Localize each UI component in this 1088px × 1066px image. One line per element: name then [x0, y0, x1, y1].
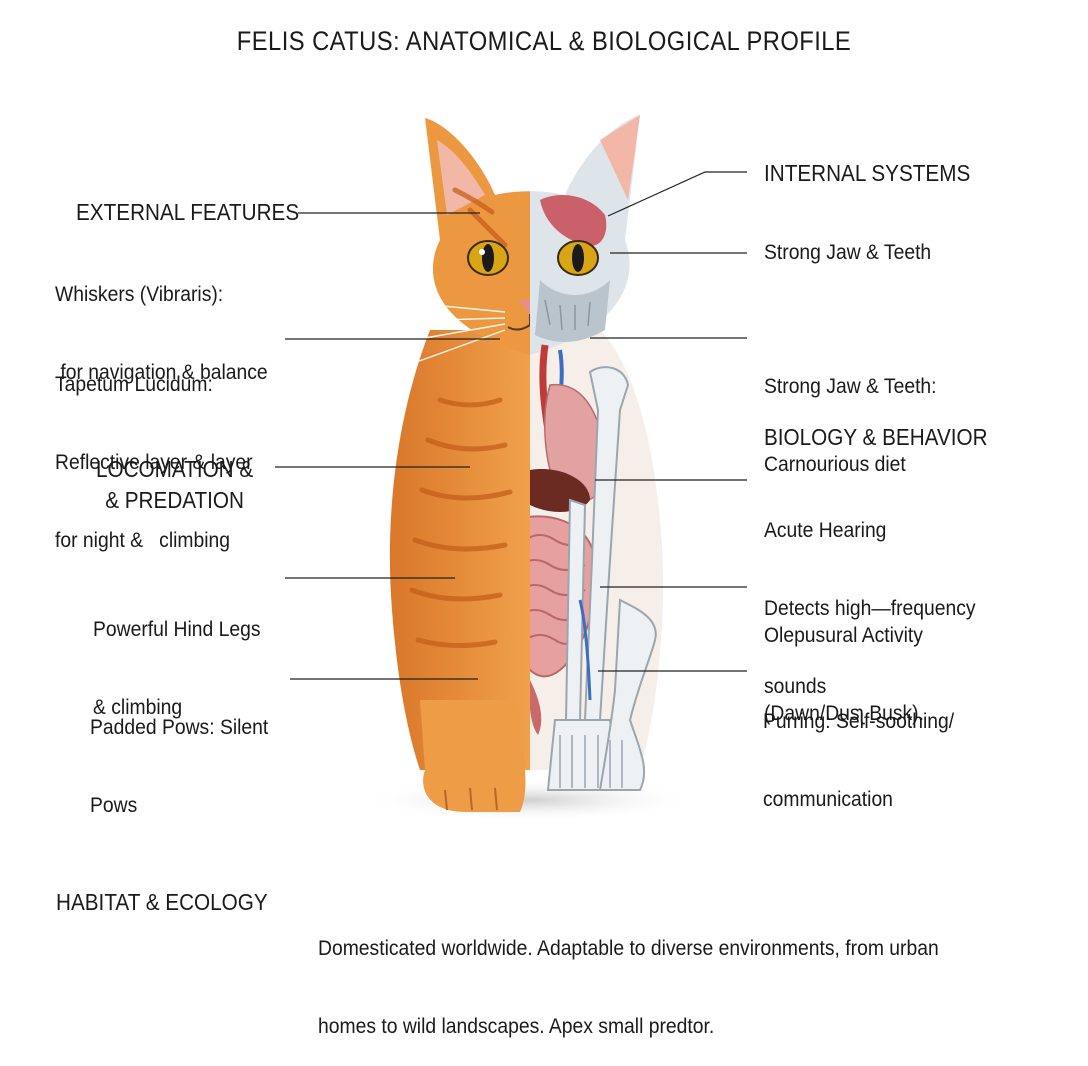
activity-line-2: (Dawn/Dusʅ Busk). [764, 702, 924, 725]
tapetum-line-2: Reflective layer & layer [55, 451, 253, 474]
biology-behavior-heading: BIOLOGY & BEHAVIOR [764, 424, 988, 450]
leader-lines [275, 171, 747, 680]
whiskers-line-1: Whiskers (Vibraris): [55, 283, 224, 306]
jaw-diet-label: Strong Jaw & Teeth: Carnourious diet [764, 322, 937, 504]
cat-anatomy-half [530, 115, 664, 791]
jaw-diet-line-2: Carnourious diet [764, 453, 906, 476]
hind-legs-line-2: & climbing [93, 696, 183, 719]
cat-fur-half [374, 118, 530, 812]
activity-label: Olepusural Activity (Dawn/Dusʅ Busk). [764, 571, 924, 753]
habitat-line-1: Domesticated worldwide. Adaptable to div… [318, 937, 939, 960]
habitat-line-2: homes to wild landscapes. Apex small pre… [318, 1015, 715, 1038]
hearing-line-1: Acute Hearing [764, 519, 887, 542]
hind-legs-line-1: Powerful Hind Legs [93, 618, 261, 641]
purring-label: Purring: Self-soothing/ communication [763, 657, 954, 839]
skeleton-leg [546, 366, 657, 791]
habitat-heading: HABITAT & ECOLOGY [56, 889, 268, 915]
whiskers-line-2: for navigation & balance [55, 361, 268, 384]
purring-line-2: communication [763, 788, 893, 811]
jaw-diet-line-1: Strong Jaw & Teeth: [764, 375, 937, 398]
tapetum-label: Tapetum Lucidum: Reflective layer & laye… [55, 320, 253, 580]
external-features-heading: EXTERNAL FEATURES [76, 199, 300, 225]
locomotion-heading-line-1: LOCOMATION & [96, 456, 254, 482]
hearing-line-3: sounds [764, 675, 827, 698]
activity-line-1: Olepusural Activity [764, 624, 923, 647]
paws-line-1: Padded Pows: Silent [90, 716, 269, 739]
tapetum-line-3: for night & climbing [55, 529, 231, 552]
tapetum-line-1: Tapetum Lucidum: [55, 373, 213, 396]
whiskers-label: Whiskers (Vibraris): for navigation & ba… [55, 230, 268, 412]
hearing-line-2: Detects high—frequency [764, 597, 976, 620]
internal-systems-heading: INTERNAL SYSTEMS [764, 160, 971, 186]
hind-legs-label: Powerful Hind Legs & climbing [93, 565, 261, 747]
jaw-label: Strong Jaw & Teeth [764, 241, 932, 264]
paws-line-2: Pows [90, 794, 138, 817]
purring-line-1: Purring: Self-soothing/ [763, 710, 955, 733]
habitat-description: Domesticated worldwide. Adaptable to div… [318, 884, 939, 1066]
paws-label: Padded Pows: Silent Pows [90, 663, 268, 845]
leader-internal [607, 171, 747, 217]
locomotion-heading: LOCOMATION & & PREDATION [96, 454, 253, 516]
locomotion-heading-line-2: & PREDATION [105, 487, 244, 513]
page-title: FELIS CATUS: ANATOMICAL & BIOLOGICAL PRO… [236, 26, 852, 56]
hearing-label: Acute Hearing Detects high—frequency sou… [764, 466, 976, 726]
cat-anatomy-illustration [275, 115, 747, 822]
ground-shadow [360, 778, 700, 822]
